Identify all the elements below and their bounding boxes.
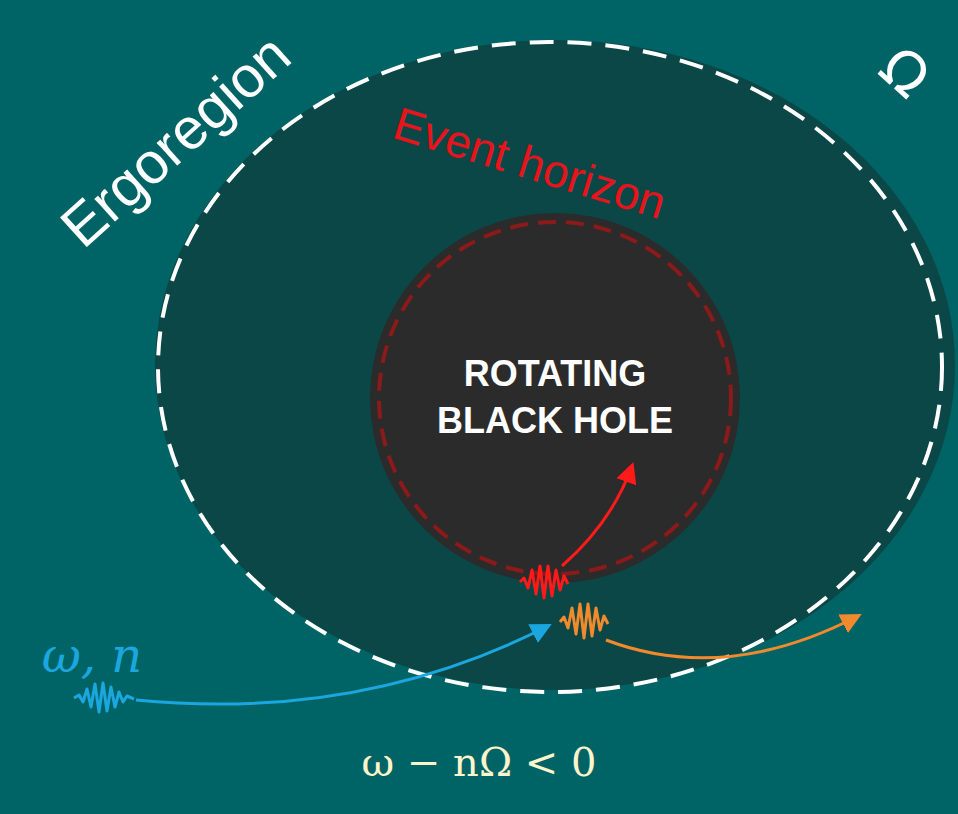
wave-parameters: ω, n: [42, 627, 143, 683]
superradiance-condition: ω − nΩ < 0: [362, 739, 597, 785]
amplified-arrow: [606, 616, 858, 658]
incident-arrow: [136, 626, 548, 704]
black-hole-outline: [370, 213, 740, 583]
ergoregion: ErgoregionEvent horizonROTATING BLACK HO…: [155, 40, 955, 690]
incident-wave: [74, 683, 134, 712]
amplified-wave: [560, 604, 608, 638]
angular-velocity-symbol: Ω: [867, 34, 942, 111]
black-hole: Event horizonROTATING BLACK HOLE: [370, 213, 740, 583]
absorbed-arrow: [562, 466, 632, 566]
absorbed-wave: [520, 566, 568, 598]
black-hole-label: ROTATING BLACK HOLE: [425, 351, 685, 445]
